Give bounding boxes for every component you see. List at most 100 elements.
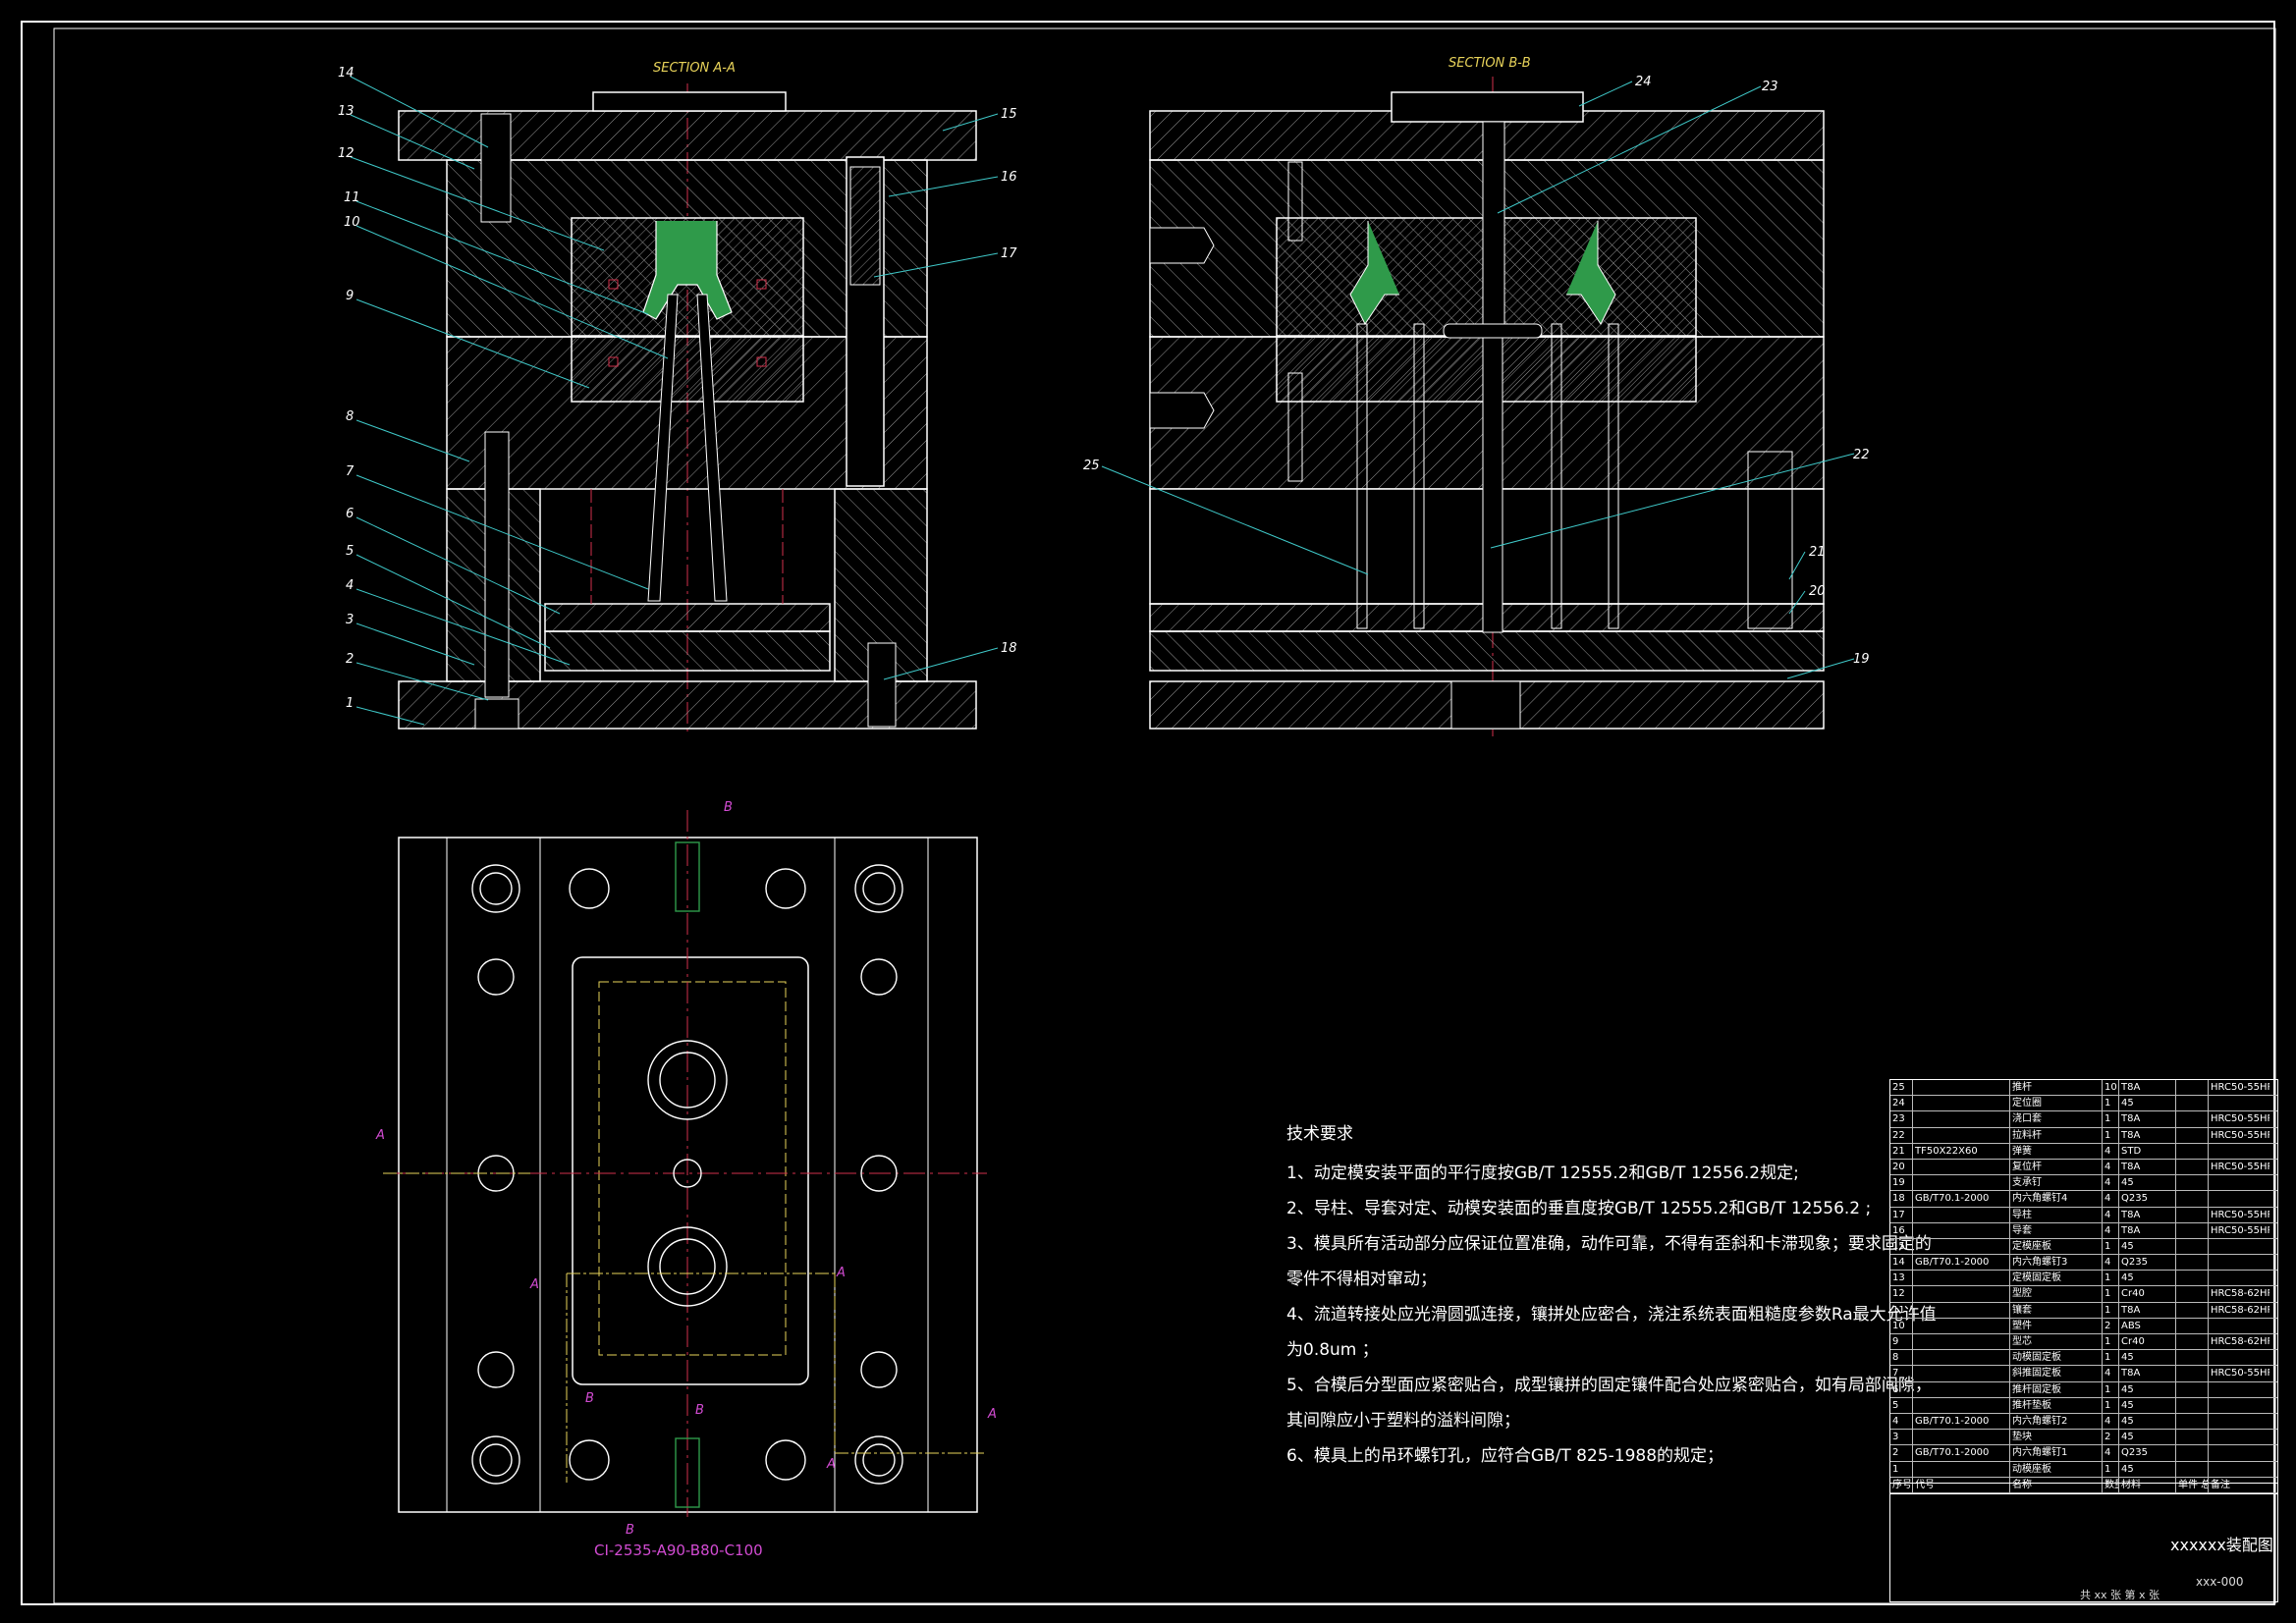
bom-cell-mat: T8A — [2119, 1080, 2176, 1096]
bom-cell-mat: T8A — [2119, 1222, 2176, 1238]
bom-cell-no: 25 — [1890, 1080, 1913, 1096]
bom-cell-no: 13 — [1890, 1271, 1913, 1286]
bom-cell-no: 3 — [1890, 1430, 1913, 1445]
bom-cell-code — [1913, 1175, 2010, 1191]
bom-cell-name: 动模固定板 — [2010, 1350, 2103, 1366]
bom-cell-std — [2209, 1462, 2269, 1477]
bom-cell-std — [2209, 1255, 2269, 1270]
bom-cell-code — [1913, 1302, 2010, 1318]
bom-cell-qty: 1 — [2103, 1350, 2119, 1366]
bom-cell-std: HRC50-55HRC — [2211, 1209, 2269, 1220]
bom-cell-mat: 45 — [2119, 1096, 2176, 1111]
bom-cell-code: 代号 — [1913, 1477, 2010, 1492]
bom-cell-code: GB/T70.1-2000 — [1913, 1191, 2010, 1207]
bom-cell-no: 17 — [1890, 1207, 1913, 1222]
bom-cell-mat: 45 — [2119, 1238, 2176, 1255]
aa-balloon-labels-right: 15 16 17 18 — [1001, 107, 1017, 656]
bom-cell-qty: 2 — [2103, 1430, 2119, 1445]
requirement-line: 3、模具所有活动部分应保证位置准确，动作可靠，不得有歪斜和卡滞现象；要求固定的 — [1286, 1234, 1932, 1254]
bom-cell-std: HRC58-62HRC — [2211, 1336, 2269, 1347]
mold-base-code: CI-2535-A90-B80-C100 — [594, 1542, 763, 1559]
bom-cell-name: 镶套 — [2010, 1302, 2103, 1318]
bom-cell-no: 9 — [1890, 1334, 1913, 1350]
bom-cell-note — [2176, 1302, 2209, 1318]
bom-cell-std — [2209, 1430, 2269, 1444]
bom-cell-no: 19 — [1890, 1175, 1913, 1191]
bom-cell-no: 8 — [1890, 1350, 1913, 1366]
bom-cell-name: 动模座板 — [2010, 1461, 2103, 1477]
svg-text:18: 18 — [1001, 641, 1017, 656]
bom-cell-mat: 材料 — [2119, 1477, 2176, 1492]
bom-cell-std — [2209, 1096, 2269, 1110]
drawing-title: xxxxxx装配图 — [2170, 1536, 2273, 1554]
bom-cell-mat: 45 — [2119, 1430, 2176, 1445]
svg-text:1: 1 — [346, 696, 354, 711]
bom-cell-mat: T8A — [2119, 1207, 2176, 1222]
bom-cell-no: 10 — [1890, 1318, 1913, 1333]
bom-cell-note — [2176, 1191, 2209, 1207]
bom-cell-qty: 4 — [2103, 1255, 2119, 1271]
svg-text:25: 25 — [1083, 459, 1100, 473]
bom-cell-mat: ABS — [2119, 1318, 2176, 1333]
inner-border — [53, 27, 2276, 1604]
bill-of-materials: 25推杆10T8AHRC50-55HRC24定位圈14523浇口套1T8AHRC… — [1889, 1079, 2278, 1494]
bom-cell-note — [2176, 1318, 2209, 1333]
bom-cell-name: 型腔 — [2010, 1286, 2103, 1302]
bom-cell-no: 16 — [1890, 1222, 1913, 1238]
bb-balloon-labels: 24 23 22 21 20 19 25 — [1083, 75, 1870, 667]
bom-cell-note — [2176, 1207, 2209, 1222]
bom-cell-no: 15 — [1890, 1238, 1913, 1255]
bom-cell-mat: 45 — [2119, 1381, 2176, 1397]
bom-cell-qty: 1 — [2103, 1334, 2119, 1350]
bom-cell-mat: 45 — [2119, 1271, 2176, 1286]
bom-cell-code — [1913, 1096, 2010, 1111]
bom-cell-std: 备注 — [2211, 1479, 2230, 1490]
bom-cell-mat: T8A — [2119, 1111, 2176, 1127]
bom-cell-name: 斜推固定板 — [2010, 1366, 2103, 1381]
bom-cell-no: 23 — [1890, 1111, 1913, 1127]
svg-text:11: 11 — [344, 190, 360, 205]
svg-text:2: 2 — [346, 652, 354, 667]
svg-text:14: 14 — [338, 66, 355, 81]
bom-cell-code — [1913, 1397, 2010, 1413]
bom-cell-code — [1913, 1334, 2010, 1350]
bom-cell-name: 拉料杆 — [2010, 1127, 2103, 1143]
bom-cell-note — [2176, 1461, 2209, 1477]
svg-text:13: 13 — [338, 104, 355, 119]
bom-cell-qty: 1 — [2103, 1111, 2119, 1127]
bom-cell-name: 导套 — [2010, 1222, 2103, 1238]
bom-cell-no: 20 — [1890, 1159, 1913, 1175]
bom-cell-std: HRC50-55HRC — [2211, 1113, 2269, 1125]
bom-cell-qty: 1 — [2103, 1271, 2119, 1286]
bom-cell-std — [2209, 1144, 2269, 1159]
bom-cell-mat: T8A — [2119, 1127, 2176, 1143]
bb-balloons — [1101, 81, 1855, 679]
bom-cell-name: 推杆 — [2010, 1080, 2103, 1096]
bom-cell-code — [1913, 1350, 2010, 1366]
svg-text:19: 19 — [1853, 652, 1870, 667]
bom-cell-note — [2176, 1397, 2209, 1413]
requirement-line: 4、流道转接处应光滑圆弧连接，镶拼处应密合，浇注系统表面粗糙度参数Ra最大允许值 — [1286, 1305, 1937, 1325]
bom-cell-mat: 45 — [2119, 1413, 2176, 1430]
bom-cell-no: 5 — [1890, 1397, 1913, 1413]
bom-cell-mat: 45 — [2119, 1461, 2176, 1477]
bom-cell-name: 内六角螺钉3 — [2010, 1255, 2103, 1271]
bom-cell-qty: 4 — [2103, 1445, 2119, 1461]
requirement-line: 6、模具上的吊环螺钉孔，应符合GB/T 825-1988的规定； — [1286, 1446, 1724, 1466]
bom-cell-name: 推杆垫板 — [2010, 1397, 2103, 1413]
bom-cell-std — [2209, 1191, 2269, 1206]
svg-text:B: B — [626, 1523, 634, 1538]
bom-cell-std — [2209, 1414, 2269, 1429]
bom-cell-note — [2176, 1413, 2209, 1430]
section-aa-title: SECTION A-A — [653, 61, 736, 76]
svg-text:A: A — [375, 1128, 385, 1143]
